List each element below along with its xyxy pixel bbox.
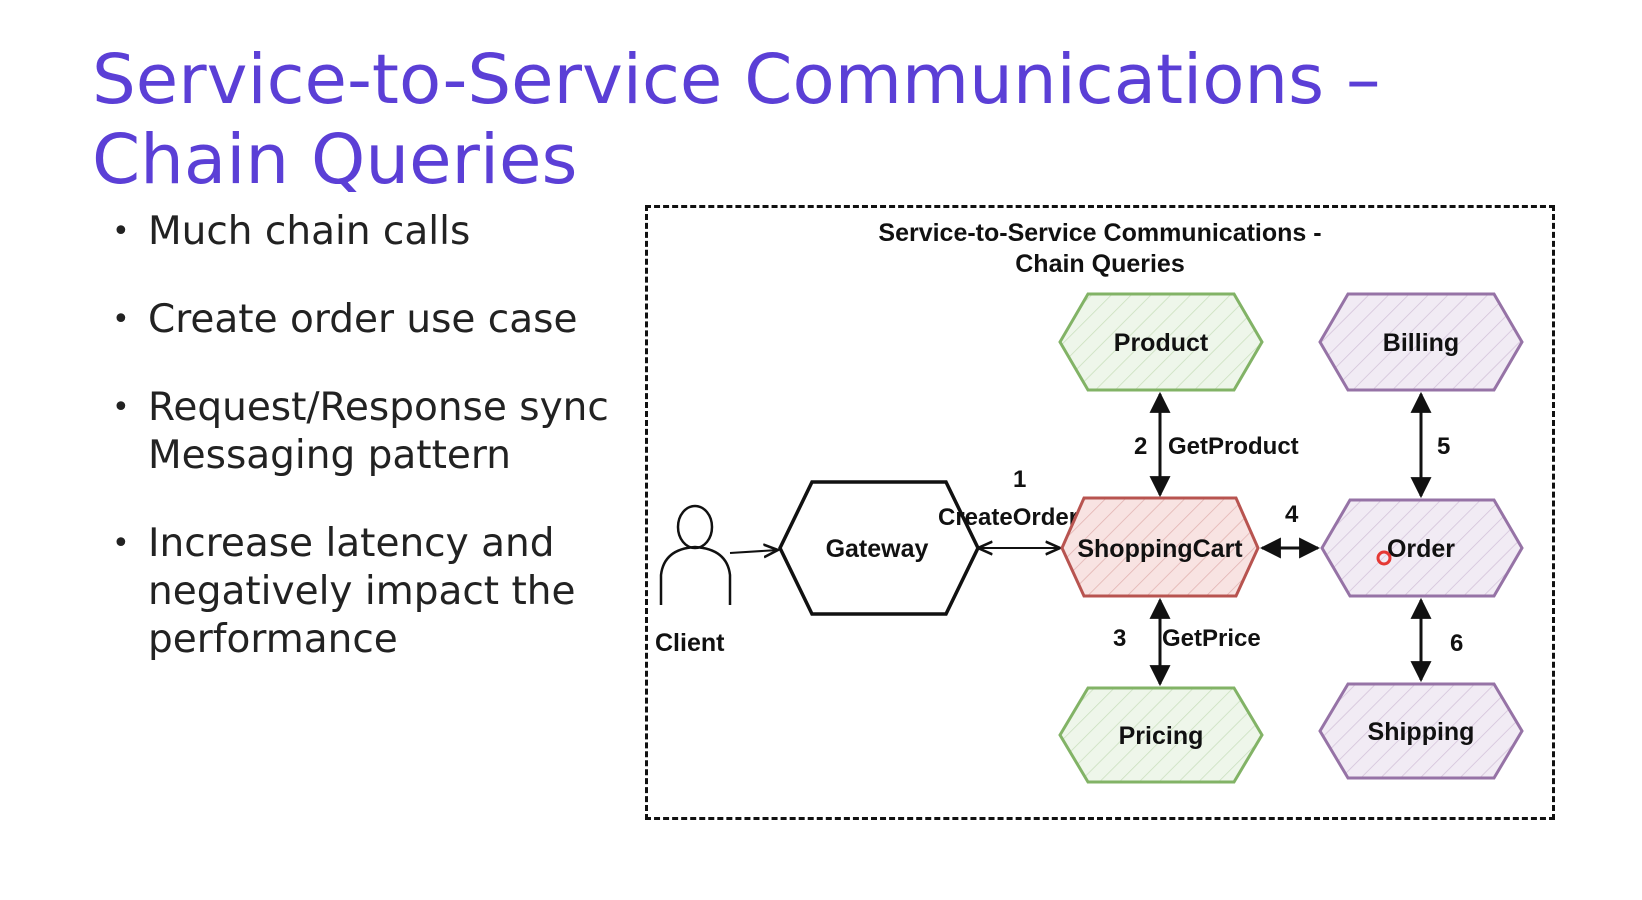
slide-title-line1: Service-to-Service Communications – [92,40,1381,120]
shipping-label: Shipping [1368,718,1475,746]
client-label: Client [655,629,725,657]
product-label: Product [1114,329,1209,357]
bullet-item: Request/Response sync Messaging pattern [112,384,632,480]
get-price-number: 3 [1113,625,1126,652]
bullet-item: Increase latency and negatively impact t… [112,520,632,664]
slide-title: Service-to-Service Communications – Chai… [92,40,1492,200]
client-gateway-arrow [729,550,778,553]
diagram-title-line1: Service-to-Service Communications - [878,219,1322,247]
shoppingcart-label: ShoppingCart [1077,535,1243,563]
pricing-label: Pricing [1119,722,1204,750]
slide-title-line2: Chain Queries [92,120,578,200]
billing-label: Billing [1383,329,1459,357]
gateway-node: Gateway [778,480,980,616]
shipping-node: Shipping [1318,682,1524,780]
get-price-label: GetPrice [1162,625,1261,652]
create-order-label: CreateOrder [938,504,1078,531]
billing-node: Billing [1318,292,1524,392]
product-node: Product [1058,292,1264,392]
shipping-number: 6 [1450,630,1463,657]
client-actor-icon [659,504,732,605]
billing-number: 5 [1437,433,1450,460]
bullet-item: Much chain calls [112,208,632,256]
cursor-dot-icon [1376,550,1392,566]
shoppingcart-node: ShoppingCart [1060,496,1260,598]
order-node: Order [1320,498,1524,598]
order-label: Order [1387,535,1455,563]
create-order-number: 1 [1013,466,1026,493]
diagram-frame [645,205,1555,820]
diagram-title: Service-to-Service Communications - Chai… [820,218,1380,280]
get-product-number: 2 [1134,433,1147,460]
bullet-list: Much chain calls Create order use case R… [112,208,632,704]
diagram-title-line2: Chain Queries [1015,250,1185,278]
order-number: 4 [1285,501,1299,528]
pricing-node: Pricing [1058,686,1264,784]
gateway-label: Gateway [826,535,929,563]
get-product-label: GetProduct [1168,433,1299,460]
bullet-item: Create order use case [112,296,632,344]
